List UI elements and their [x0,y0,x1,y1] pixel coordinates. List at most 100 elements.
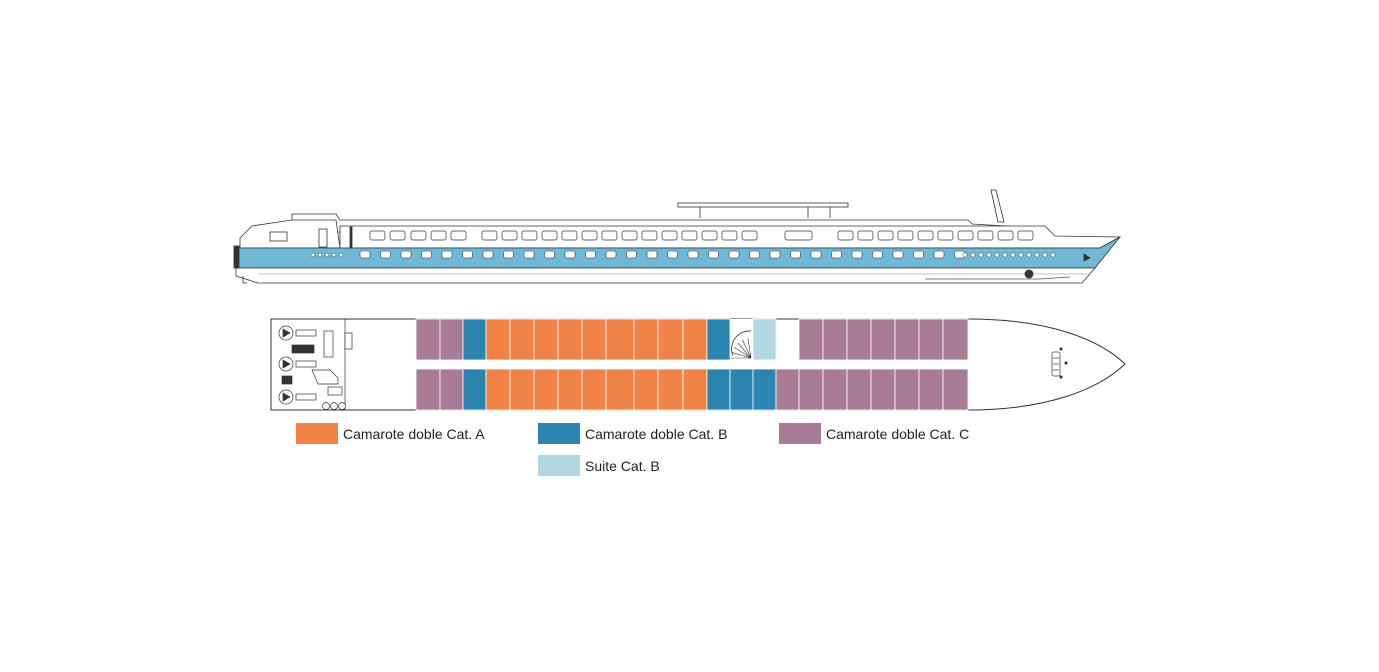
porthole [970,252,976,258]
porthole [913,250,924,259]
legend-swatch-suite-b [538,455,580,476]
window [917,230,934,241]
cabin-cat-c [894,318,920,361]
legend-label-cat-a: Camarote doble Cat. A [343,425,485,442]
porthole [441,250,453,259]
porthole [892,250,904,259]
window [661,230,678,241]
porthole [1002,252,1008,258]
porthole [933,250,945,259]
cabin-cat-a [657,368,684,411]
mast [990,189,1005,223]
cabin-cat-b [752,368,777,411]
window [641,230,658,241]
window [450,230,467,241]
porthole [769,250,781,259]
cabin-cat-c [894,368,920,411]
porthole [728,250,740,259]
legend-item-suite-b: Suite Cat. B [538,455,660,476]
cabin-cat-c [822,368,848,411]
staircase [730,319,753,360]
legend-swatch-cat-b [538,423,580,444]
legend-label-suite-b: Suite Cat. B [585,457,660,474]
window [541,230,558,241]
ship-side-profile [233,189,1122,284]
cabin-cat-c [846,368,872,411]
cabin-cat-a [485,368,511,411]
cabin-cat-a [509,368,535,411]
cabins-bottom-row [415,368,969,411]
stern-machinery [278,319,353,410]
porthole [1010,252,1016,258]
porthole [1034,252,1040,258]
cabin-cat-a [605,368,635,411]
cabin-cat-a [557,318,583,361]
cabin-cat-a [485,318,511,361]
window [1017,230,1034,241]
window [561,230,578,241]
porthole [1018,252,1024,258]
porthole [462,250,473,259]
porthole [605,250,617,259]
window [430,230,447,241]
cabin-cat-b [706,318,731,361]
porthole [872,250,883,259]
window [481,230,498,241]
porthole [1050,252,1056,258]
porthole [331,252,337,258]
window [977,230,994,241]
legend-swatch-cat-c [779,423,821,444]
cabin-cat-c [439,368,464,411]
legend-item-cat-c: Camarote doble Cat. C [779,423,969,444]
cabin-cat-c [870,368,896,411]
window [410,230,427,241]
anchor [1024,269,1034,279]
legend-label-cat-b: Camarote doble Cat. B [585,425,728,442]
cabin-cat-a [682,368,708,411]
cabin-suite-b [752,318,777,361]
sun-deck-awning [677,202,849,208]
bow-winch [1051,347,1068,379]
window [877,230,894,241]
cabin-cat-c [415,318,441,361]
cabin-cat-c [918,318,944,361]
cabin-cat-c [918,368,944,411]
window [997,230,1014,241]
porthole [421,250,432,259]
cabin-cat-a [533,368,559,411]
porthole [667,250,678,259]
legend-swatch-cat-a [296,423,338,444]
porthole [1042,252,1048,258]
porthole [338,252,344,258]
porthole [994,252,1000,258]
cabin-cat-a [509,318,535,361]
legend-item-cat-b: Camarote doble Cat. B [538,423,727,444]
porthole [564,250,576,259]
cabin-cat-c [870,318,896,361]
window [501,230,518,241]
cabin-cat-a [533,318,559,361]
window [837,230,854,241]
window [857,230,874,241]
porthole [482,250,494,259]
cabin-cat-c [798,318,824,361]
window [389,230,406,241]
cabin-cat-c [415,368,441,411]
cabins-top-row [415,318,969,361]
cabin-cat-b [729,368,754,411]
porthole [317,252,323,258]
cabin-cat-a [633,368,659,411]
window [701,230,718,241]
porthole [324,252,330,258]
porthole [986,252,992,258]
window [721,230,738,241]
window [897,230,914,241]
cabin-cat-a [682,318,708,361]
porthole [310,252,316,258]
cabin-cat-a [581,368,607,411]
legend-label-cat-c: Camarote doble Cat. C [826,425,970,442]
cabin-cat-c [846,318,872,361]
porthole [978,252,984,258]
